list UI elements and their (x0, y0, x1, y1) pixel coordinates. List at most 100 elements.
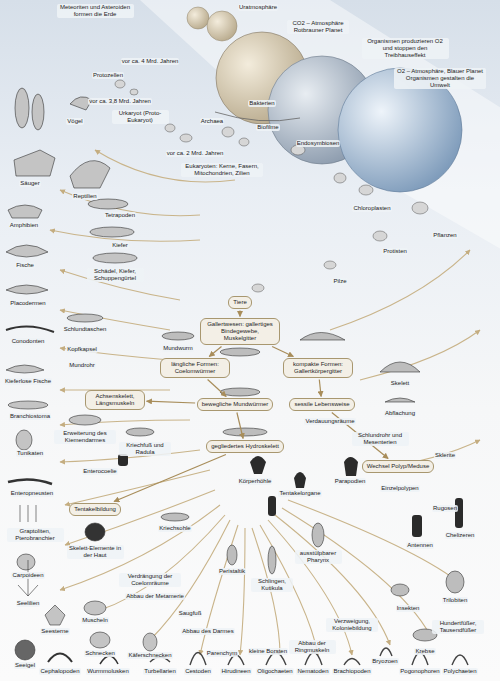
label: Schlundtaschen (63, 326, 108, 333)
evolution-arrow (319, 380, 321, 397)
label: Urkaryot (Proto-Eukaryot) (112, 110, 169, 124)
label: Chelizeren (445, 532, 476, 539)
label: Skelett-Elemente in der Haut (67, 545, 124, 559)
evolution-step-box: Tiere (228, 296, 251, 309)
evolution-arrow (272, 347, 293, 357)
label: Sklerite (434, 452, 456, 459)
label: Abbau der Ringmuskeln (289, 640, 336, 654)
label: Kriechsohle (158, 525, 191, 532)
label: Insekten (396, 605, 421, 612)
label: Verzweigung, Koloniebildung (326, 618, 378, 632)
label: O2 – Atmosphäre, Blauer Planet Organisme… (394, 68, 486, 89)
label: ausstülpbarer Pharynx (295, 550, 342, 564)
label: Rugosen (432, 505, 458, 512)
step-text: Tiere (233, 299, 246, 306)
label: Enterocoelie (82, 468, 117, 475)
label: Saugfuß (178, 610, 203, 617)
label: vor ca. 4 Mrd. Jahren (121, 58, 180, 65)
step-text: Wechsel Polyp/Meduse (367, 463, 430, 470)
label: Kriechfuß und Radula (119, 442, 171, 456)
label: Uratmosphäre (238, 4, 278, 11)
label: Enteropneusten (10, 490, 54, 497)
label: Endosymbiosen (296, 140, 341, 147)
label: vor ca. 3,8 Mrd. Jahren (88, 98, 152, 105)
label: Amphibien (9, 222, 39, 229)
label: Archaea (200, 118, 224, 125)
label: Parenchym (206, 650, 238, 657)
step-text: Achsenskelett, Längsmuskeln (90, 393, 140, 407)
label: Protozellen (92, 72, 124, 79)
evolution-step-box: kompakte Formen: Gallertkörpergitter (283, 358, 353, 378)
label: Fische (15, 262, 35, 269)
label: Placodermen (9, 300, 46, 307)
label: Muscheln (81, 617, 109, 624)
label: Seeigel (14, 662, 36, 669)
label: Schlundrohr und Mesenterien (352, 432, 409, 446)
label: Pilze (332, 278, 347, 285)
label: Schädel, Kiefer, Schuppengürtel (87, 268, 144, 282)
label: Pflanzen (432, 232, 457, 239)
label: Tentakelorgane (278, 490, 321, 497)
label: Hundertfüßer, Tausendfüßer (432, 620, 484, 634)
step-text: Gallertwesen: gallertiges Bindegewebe, M… (205, 321, 275, 342)
evolution-step-box: Gallertwesen: gallertiges Bindegewebe, M… (200, 318, 280, 345)
evolution-step-box: sessile Lebensweise (289, 398, 354, 411)
label: kleine Borsten (248, 648, 288, 655)
label: Skelett (390, 380, 410, 387)
evolution-step-box: bewegliche Mundwürmer (197, 398, 274, 411)
label: Carpoideen (11, 572, 44, 579)
label: Vögel (66, 118, 83, 125)
step-text: sessile Lebensweise (294, 401, 349, 408)
label: Käferschnecken (127, 652, 172, 659)
label: Krebse (414, 648, 435, 655)
label: Schnecken (84, 650, 116, 657)
step-text: längliche Formen: Coelomwürmer (165, 361, 225, 375)
label: Bakterien (248, 100, 275, 107)
label: Protisten (382, 248, 408, 255)
label: Branchiostoma (9, 413, 51, 420)
label: Seesterne (40, 628, 69, 635)
step-text: bewegliche Mundwürmer (202, 401, 269, 408)
label: Trilobiten (442, 597, 468, 604)
label: Pogonophoren (399, 668, 440, 675)
label: Seelilien (16, 600, 41, 607)
evolution-arrow (147, 401, 196, 403)
label: Hirudineen (220, 668, 251, 675)
evolution-arrow (114, 455, 226, 502)
label: Tetrapoden (104, 212, 136, 219)
evolution-step-box: gegliedertes Hydroskelett (206, 440, 284, 453)
label: Mundwurm (162, 345, 194, 352)
label: Antennen (406, 542, 434, 549)
label: Parapodien (334, 478, 367, 485)
label: Eukaryoten: Kerne, Fasern, Mitochondrien… (181, 163, 263, 177)
label: CO2 – Atmosphäre Rotbrauner Planet (287, 20, 349, 34)
step-text: gegliedertes Hydroskelett (211, 443, 279, 450)
label: Einzelpolypen (380, 485, 419, 492)
label: Cestoden (184, 668, 212, 675)
label: Wurmmolusken (86, 668, 130, 675)
evolution-step-box: längliche Formen: Coelomwürmer (160, 358, 230, 378)
label: Abbau des Darmes (181, 628, 234, 635)
label: Kiefer (111, 242, 129, 249)
label: vor ca. 2 Mrd. Jahren (166, 150, 225, 157)
label: Meteoriten und Asteroiden formen die Erd… (57, 4, 134, 18)
step-text: kompakte Formen: Gallertkörpergitter (288, 361, 348, 375)
evolution-arrow (208, 380, 227, 397)
label: Erweiterung des Kiemendarmes (54, 430, 116, 444)
label: Verdrängung der Coelomräume (119, 573, 181, 587)
label: Verdauungsräume (304, 418, 355, 425)
label: Biofilme (256, 124, 279, 131)
evolution-arrow (237, 413, 243, 439)
label: Tunikaten (16, 450, 44, 457)
label: Abbau der Metamerie (125, 593, 185, 600)
label: Schlingen, Kutikula (251, 578, 293, 592)
label: Körperhöhle (238, 478, 273, 485)
evolution-step-box: Wechsel Polyp/Meduse (362, 460, 435, 473)
label: Säuger (19, 180, 40, 187)
evolution-step-box: Tentakelbildung (69, 503, 121, 516)
label: Abflachung (384, 410, 416, 417)
label: Graptoliten, Pterobranchier (7, 528, 64, 542)
label: Oligochaeten (256, 668, 293, 675)
label: Bryozoen (371, 658, 398, 665)
